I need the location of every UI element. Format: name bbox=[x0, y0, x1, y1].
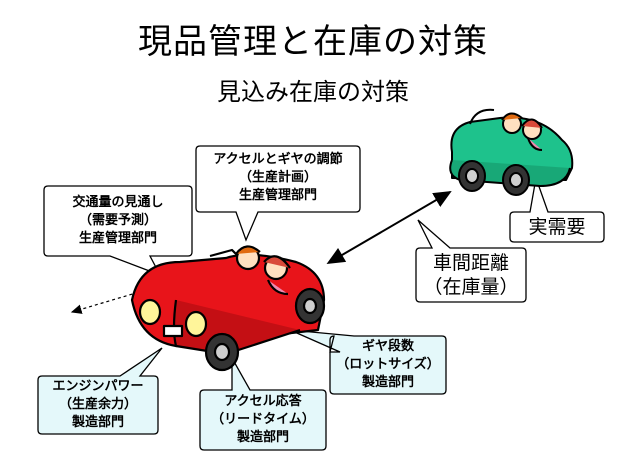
engine-callout-line-2: （生産余力） bbox=[58, 397, 137, 412]
response-callout-line-3: 製造部門 bbox=[236, 430, 289, 445]
engine-callout-line-1: エンジンパワー bbox=[52, 379, 144, 394]
traffic-callout-shape bbox=[43, 185, 193, 277]
engine-callout-line-3: 製造部門 bbox=[71, 415, 124, 430]
accel-callout-shape bbox=[195, 145, 361, 242]
front-car-illustration bbox=[130, 245, 326, 372]
gear-callout-line-2: （ロットサイズ） bbox=[336, 357, 440, 372]
engine-callout: エンジンパワー （生産余力） 製造部門 bbox=[40, 378, 156, 432]
response-callout-line-1: アクセル応答 bbox=[224, 394, 302, 409]
traffic-callout-line-3: 生産管理部門 bbox=[78, 231, 157, 246]
accel-callout-line-3: 生産管理部門 bbox=[238, 188, 317, 203]
response-callout-shape bbox=[199, 355, 327, 451]
response-callout-line-2: （リードタイム） bbox=[211, 412, 315, 427]
headway-arrow bbox=[326, 190, 452, 265]
traffic-callout-line-1: 交通量の見通し bbox=[72, 195, 164, 210]
engine-callout-shape bbox=[37, 347, 163, 435]
gear-callout-line-1: ギヤ段数 bbox=[361, 339, 414, 354]
accel-callout-line-1: アクセルとギヤの調節 bbox=[213, 152, 343, 167]
distance-callout-shape bbox=[415, 219, 527, 303]
traffic-callout: 交通量の見通し （需要予測） 生産管理部門 bbox=[46, 194, 190, 248]
distance-callout-line-2: （在庫量） bbox=[423, 276, 519, 298]
gear-callout-shape bbox=[289, 329, 447, 395]
accel-callout-line-2: （生産計画） bbox=[238, 170, 317, 185]
real-demand-label: 実需要 bbox=[528, 216, 586, 238]
distance-callout-line-1: 車間距離 bbox=[432, 252, 509, 274]
rear-car-illustration bbox=[449, 108, 574, 196]
accel-callout: アクセルとギヤの調節 （生産計画） 生産管理部門 bbox=[198, 151, 358, 205]
gear-callout: ギヤ段数 （ロットサイズ） 製造部門 bbox=[332, 338, 444, 392]
real-demand-callout: 実需要 bbox=[510, 215, 604, 239]
real-demand-callout-shape bbox=[509, 175, 605, 243]
response-callout: アクセル応答 （リードタイム） 製造部門 bbox=[202, 393, 324, 447]
distance-callout: 車間距離 （在庫量） bbox=[416, 251, 526, 299]
traffic-callout-line-2: （需要予測） bbox=[78, 213, 157, 228]
page-subtitle: 見込み在庫の対策 bbox=[217, 78, 409, 106]
gear-callout-line-3: 製造部門 bbox=[361, 375, 414, 390]
page-title: 現品管理と在庫の対策 bbox=[138, 22, 488, 62]
